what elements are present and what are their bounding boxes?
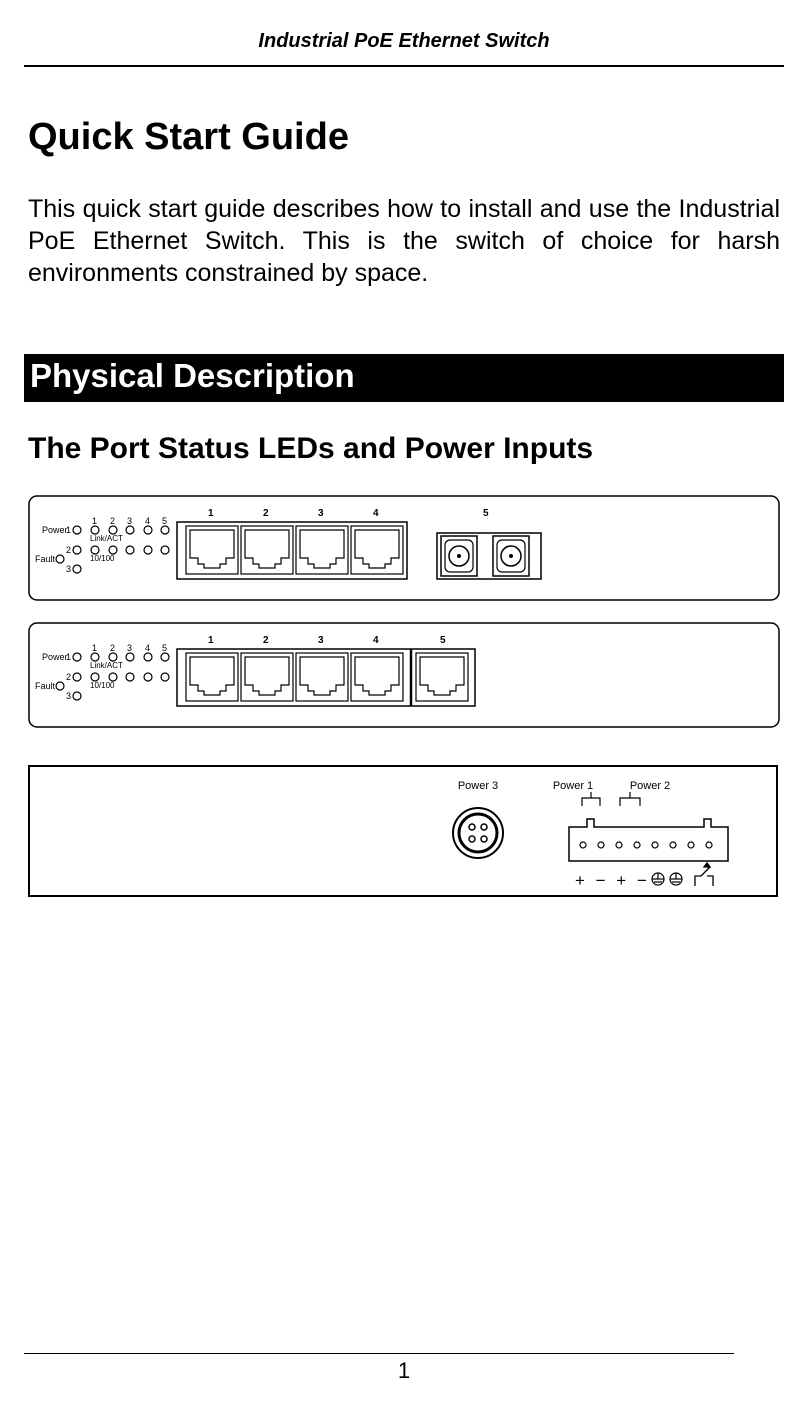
rj45-port-icon xyxy=(295,652,349,702)
speed-led-icon xyxy=(160,672,170,682)
rj45-port-icon xyxy=(415,652,469,702)
led-fault-label: Fault xyxy=(35,681,56,691)
power-led-icon xyxy=(72,672,82,682)
led-col-label: 5 xyxy=(162,516,167,526)
dc-jack-icon xyxy=(452,807,504,859)
power2-label: Power 2 xyxy=(630,780,670,792)
port-label: 2 xyxy=(263,508,269,519)
led-col-label: 1 xyxy=(92,516,97,526)
speed-led-icon xyxy=(108,545,118,555)
led-col-label: 2 xyxy=(110,516,115,526)
sc-fiber-port-icon xyxy=(440,535,478,577)
power-led-icon xyxy=(72,545,82,555)
link-led-icon xyxy=(125,652,135,662)
speed-label: 10/100 xyxy=(90,681,115,690)
led-index-3: 3 xyxy=(66,691,71,701)
link-act-label: Link/ACT xyxy=(90,534,123,543)
port-label: 3 xyxy=(318,508,324,519)
rj45-port-icon xyxy=(350,652,404,702)
speed-led-icon xyxy=(143,545,153,555)
ground-icon xyxy=(651,872,683,886)
link-led-icon xyxy=(143,652,153,662)
led-col-label: 5 xyxy=(162,643,167,653)
link-led-icon xyxy=(90,525,100,535)
speed-led-icon xyxy=(125,545,135,555)
led-col-label: 4 xyxy=(145,516,150,526)
fault-led-icon xyxy=(55,681,65,691)
led-index-2: 2 xyxy=(66,545,71,555)
terminal-block-icon xyxy=(568,818,729,862)
link-led-icon xyxy=(108,652,118,662)
led-fault-label: Fault xyxy=(35,554,56,564)
link-led-icon xyxy=(160,525,170,535)
speed-led-icon xyxy=(143,672,153,682)
subsection-title: The Port Status LEDs and Power Inputs xyxy=(28,432,594,465)
terminal-polarity-label: + − + − xyxy=(575,871,650,890)
led-col-label: 3 xyxy=(127,643,132,653)
link-act-label: Link/ACT xyxy=(90,661,123,670)
power-input-panel: Power 3 Power 1 Power 2 + − + − xyxy=(28,765,778,897)
port-label: 1 xyxy=(208,635,214,646)
page-number: 1 xyxy=(397,1358,411,1383)
led-power-label: Power xyxy=(42,525,68,535)
speed-led-icon xyxy=(125,672,135,682)
speed-led-icon xyxy=(160,545,170,555)
power-led-icon xyxy=(72,652,82,662)
led-index-1: 1 xyxy=(66,652,71,662)
led-index-1: 1 xyxy=(66,525,71,535)
led-col-label: 1 xyxy=(92,643,97,653)
power-led-icon xyxy=(72,691,82,701)
rj45-port-icon xyxy=(350,525,404,575)
port-label: 5 xyxy=(483,508,489,519)
page-title: Quick Start Guide xyxy=(28,116,349,158)
header-rule xyxy=(24,65,784,67)
link-led-icon xyxy=(108,525,118,535)
link-led-icon xyxy=(125,525,135,535)
led-power-label: Power xyxy=(42,652,68,662)
section-bar: Physical Description xyxy=(24,354,784,402)
power3-label: Power 3 xyxy=(458,780,498,792)
port-label: 5 xyxy=(440,635,446,646)
power2-bracket-icon xyxy=(619,792,641,806)
front-panel-copper: Power 1 2 Fault 3 1 2 3 4 5 Link/ACT 10/… xyxy=(28,622,780,728)
switch-panel-figure: Power 1 2 Fault 3 1 2 3 4 5 Link/ACT 10/… xyxy=(28,495,780,897)
speed-led-icon xyxy=(90,672,100,682)
rj45-port-icon xyxy=(240,525,294,575)
power-led-icon xyxy=(72,564,82,574)
speed-led-icon xyxy=(108,672,118,682)
fault-led-icon xyxy=(55,554,65,564)
link-led-icon xyxy=(160,652,170,662)
intro-paragraph: This quick start guide describes how to … xyxy=(28,195,780,287)
relay-contact-icon xyxy=(694,861,714,886)
led-index-3: 3 xyxy=(66,564,71,574)
link-led-icon xyxy=(143,525,153,535)
led-index-2: 2 xyxy=(66,672,71,682)
port-label: 4 xyxy=(373,635,379,646)
led-col-label: 3 xyxy=(127,516,132,526)
rj45-port-icon xyxy=(240,652,294,702)
speed-label: 10/100 xyxy=(90,554,115,563)
port-label: 3 xyxy=(318,635,324,646)
front-panel-fiber: Power 1 2 Fault 3 1 2 3 4 5 Link/ACT 10/… xyxy=(28,495,780,601)
running-header: Industrial PoE Ethernet Switch xyxy=(258,30,550,52)
power1-bracket-icon xyxy=(581,792,601,806)
port-label: 1 xyxy=(208,508,214,519)
power1-label: Power 1 xyxy=(553,780,593,792)
rj45-port-icon xyxy=(295,525,349,575)
section-title: Physical Description xyxy=(30,357,355,394)
led-col-label: 2 xyxy=(110,643,115,653)
rj45-port-icon xyxy=(185,525,239,575)
rj45-port-icon xyxy=(185,652,239,702)
footer-rule xyxy=(24,1353,734,1354)
port-label: 4 xyxy=(373,508,379,519)
port-label: 2 xyxy=(263,635,269,646)
speed-led-icon xyxy=(90,545,100,555)
link-led-icon xyxy=(90,652,100,662)
led-col-label: 4 xyxy=(145,643,150,653)
power-led-icon xyxy=(72,525,82,535)
sc-fiber-port-icon xyxy=(492,535,530,577)
